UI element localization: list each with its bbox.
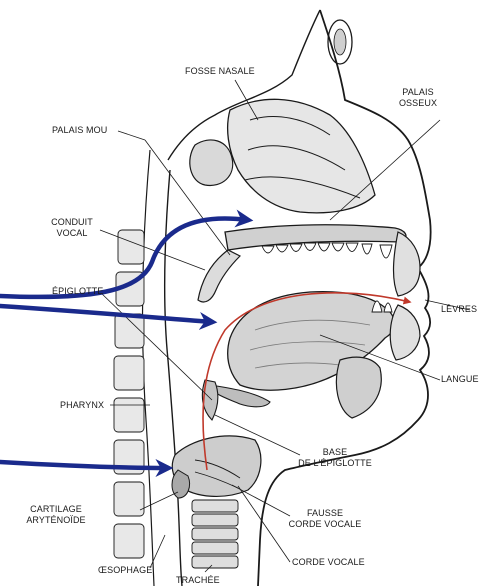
label-conduit-vocal: CONDUIT VOCAL	[42, 217, 102, 239]
label-cartilage-line1: CARTILAGE	[18, 504, 94, 515]
label-conduit-vocal-line2: VOCAL	[42, 228, 102, 239]
label-base-epiglotte-line2: DE L'ÉPIGLOTTE	[290, 458, 380, 469]
soft-palate	[198, 250, 240, 302]
sinus-top-inner	[334, 29, 346, 55]
label-conduit-vocal-line1: CONDUIT	[42, 217, 102, 228]
trachea	[192, 500, 238, 568]
label-palais-osseux-line1: PALAIS	[388, 87, 448, 98]
label-fosse-nasale: FOSSE NASALE	[185, 66, 255, 77]
label-palais-osseux: PALAIS OSSEUX	[388, 87, 448, 109]
label-fausse-corde-line1: FAUSSE	[280, 508, 370, 519]
label-trachee: TRACHÉE	[176, 575, 220, 586]
blue-arrow-mouth	[0, 306, 212, 322]
label-fausse-corde-line2: CORDE VOCALE	[280, 519, 370, 530]
label-base-epiglotte-line1: BASE	[290, 447, 380, 458]
label-palais-osseux-line2: OSSEUX	[388, 98, 448, 109]
label-fausse-corde-vocale: FAUSSE CORDE VOCALE	[280, 508, 370, 530]
label-pharynx: PHARYNX	[60, 400, 104, 411]
lower-lip	[390, 305, 420, 360]
label-levres: LÈVRES	[441, 304, 477, 315]
hard-palate	[225, 225, 406, 250]
label-palais-mou: PALAIS MOU	[52, 125, 107, 136]
sphenoid-sinus	[190, 140, 233, 186]
label-cartilage-arytenoide: CARTILAGE ARYTÉNOÏDE	[18, 504, 94, 526]
label-langue: LANGUE	[441, 374, 479, 385]
label-epiglotte: ÉPIGLOTTE	[52, 286, 103, 297]
label-base-epiglotte: BASE DE L'ÉPIGLOTTE	[290, 447, 380, 469]
label-cartilage-line2: ARYTÉNOÏDE	[18, 515, 94, 526]
label-corde-vocale: CORDE VOCALE	[292, 557, 365, 568]
label-oesophage: ŒSOPHAGE	[98, 565, 152, 576]
upper-teeth	[262, 243, 392, 258]
upper-lip	[394, 232, 421, 296]
mandible	[336, 357, 381, 418]
nasal-cavity	[228, 99, 375, 213]
